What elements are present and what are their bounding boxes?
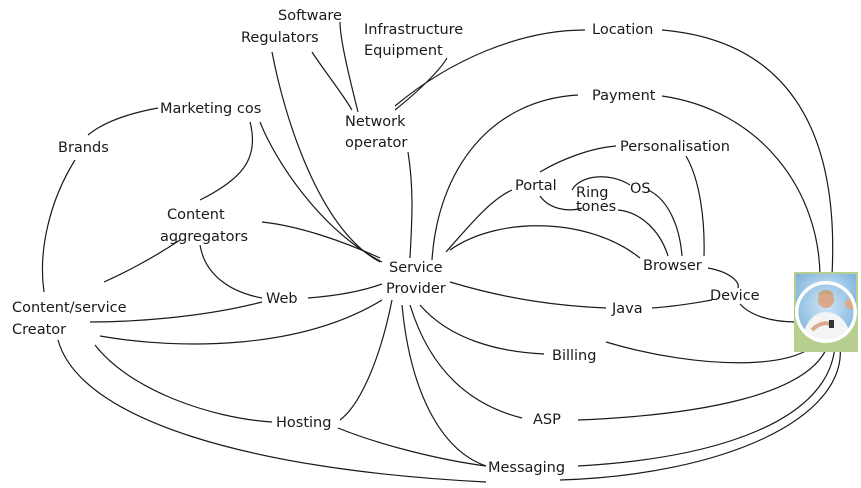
edge-network-software xyxy=(339,21,359,113)
node-software: Software xyxy=(278,8,342,24)
person-with-phone-photo-icon xyxy=(794,272,858,352)
node-java: Java xyxy=(611,301,643,317)
edge-java-device xyxy=(651,299,713,309)
node-os: OS xyxy=(630,181,651,197)
connector-lines xyxy=(41,21,841,483)
node-web: Web xyxy=(266,291,298,307)
edge-portal-personalisation xyxy=(539,145,617,173)
edge-sp-payment xyxy=(431,94,579,261)
edge-asp-user xyxy=(577,344,829,421)
node-marketing-cos: Marketing cos xyxy=(160,101,261,117)
edge-marketing-aggregators xyxy=(199,121,254,201)
edge-sp-regulators xyxy=(271,51,381,263)
edge-sp-network xyxy=(407,151,413,259)
edge-messaging-user-2 xyxy=(559,344,841,481)
edge-messaging-user xyxy=(577,344,836,467)
node-labels: Software Regulators Infrastructure Equip… xyxy=(12,8,760,476)
edge-personalisation-browser xyxy=(685,155,705,257)
edge-sp-java xyxy=(449,281,607,309)
node-asp: ASP xyxy=(533,412,561,428)
edge-browser-device xyxy=(707,267,739,289)
node-content: Content xyxy=(167,207,225,223)
edge-network-location xyxy=(394,29,586,107)
edge-sp-creator xyxy=(99,299,383,345)
node-messaging: Messaging xyxy=(488,460,565,476)
node-network: Network xyxy=(345,114,406,130)
edge-sp-web xyxy=(307,283,383,299)
node-operator: operator xyxy=(345,135,407,151)
node-device: Device xyxy=(710,288,760,304)
edge-billing-user xyxy=(605,339,819,364)
node-equipment: Equipment xyxy=(364,43,443,59)
node-ring: Ring xyxy=(576,185,609,201)
node-hosting: Hosting xyxy=(276,415,331,431)
edge-sp-asp xyxy=(409,304,523,419)
edge-location-user xyxy=(661,29,834,276)
node-content-service: Content/service xyxy=(12,300,127,316)
node-browser: Browser xyxy=(643,258,702,274)
edge-creator-messaging xyxy=(57,339,487,483)
edge-os-browser xyxy=(647,189,683,257)
edge-sp-portal xyxy=(445,189,513,253)
node-brands: Brands xyxy=(58,140,109,156)
edge-ring-os xyxy=(571,176,631,191)
node-location: Location xyxy=(592,22,653,38)
node-creator: Creator xyxy=(12,322,66,338)
edge-sp-aggregators xyxy=(261,221,381,259)
edge-sp-browser xyxy=(449,225,641,259)
edge-aggregators-creator xyxy=(103,239,181,283)
node-billing: Billing xyxy=(552,348,596,364)
node-payment: Payment xyxy=(592,88,656,104)
edge-payment-user xyxy=(661,95,821,279)
edge-device-user xyxy=(739,303,797,323)
node-provider: Provider xyxy=(386,281,446,297)
node-infrastructure: Infrastructure xyxy=(364,22,463,38)
edge-brands-creator xyxy=(41,159,76,293)
edge-creator-hosting xyxy=(94,344,273,423)
edge-marketing-brands xyxy=(87,107,159,136)
node-regulators: Regulators xyxy=(241,30,319,46)
edge-network-regulators xyxy=(311,51,353,111)
edge-network-infra xyxy=(394,57,448,111)
edge-hosting-messaging xyxy=(337,427,487,467)
edge-sp-billing xyxy=(419,304,545,355)
node-service: Service xyxy=(389,260,443,276)
edge-web-creator xyxy=(89,301,263,323)
edge-tones-browser xyxy=(617,209,669,257)
node-personalisation: Personalisation xyxy=(620,139,730,155)
node-tones: tones xyxy=(576,199,616,215)
edge-portal-ringtones xyxy=(539,195,583,211)
edge-sp-hosting xyxy=(339,299,393,421)
edge-aggregators-web xyxy=(199,244,263,299)
node-portal: Portal xyxy=(515,178,557,194)
node-aggregators: aggregators xyxy=(160,229,248,245)
edge-sp-messaging xyxy=(401,304,487,467)
